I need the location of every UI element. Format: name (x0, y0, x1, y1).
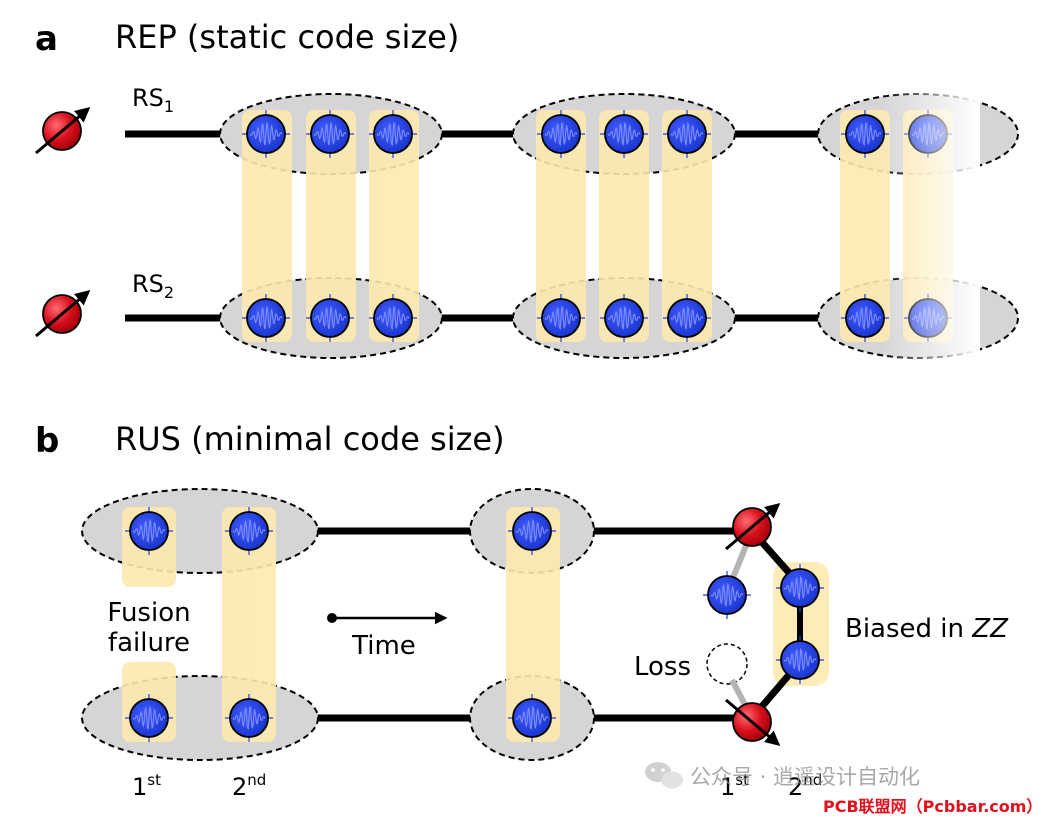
panel-a-title: REP (static code size) (115, 18, 459, 56)
photon-qubit (508, 694, 556, 742)
photon-qubit (841, 110, 889, 158)
rs1-spin-qubit (35, 107, 91, 155)
photon-qubit (508, 507, 556, 555)
rus-bottom-spin-qubit (725, 698, 781, 746)
photon-qubit (537, 294, 585, 342)
wechat-icon (645, 762, 683, 789)
watermark: 公众号 · 逍遥设计自动化 PCB联盟网（Pcbbar.com） (645, 762, 1039, 820)
watermark-site: PCB联盟网（Pcbbar.com） (823, 797, 1039, 816)
second-photon-label: 2nd (232, 771, 266, 801)
panel-b-letter: b (35, 421, 59, 461)
photon-qubit (225, 694, 273, 742)
photon-qubit (306, 110, 354, 158)
loss-label: Loss (634, 652, 691, 682)
photon-qubit (306, 294, 354, 342)
photon-qubit (537, 110, 585, 158)
time-arrow (327, 611, 448, 625)
rs1-label: RS1 (132, 84, 174, 116)
watermark-site-bg (818, 794, 1039, 820)
photon-qubit (125, 694, 173, 742)
photon-qubit (776, 636, 824, 684)
time-label: Time (351, 631, 416, 661)
photon-qubit (663, 110, 711, 158)
panel-a-fade (880, 80, 980, 370)
panel-a-letter: a (35, 19, 58, 59)
photon-qubit (600, 110, 648, 158)
photon-qubit (776, 564, 824, 612)
panel-a-entanglement-bars (242, 110, 953, 342)
first-spin-label: 1st (720, 771, 749, 801)
panel-b-photons (125, 507, 824, 742)
photon-qubit (369, 294, 417, 342)
photon-qubit (703, 571, 751, 619)
failure-label: failure (108, 628, 190, 658)
biased-label: Biased in ZZ (845, 614, 1009, 644)
photon-qubit (369, 110, 417, 158)
lost-photon-circle (706, 643, 748, 685)
photon-qubit (225, 507, 273, 555)
second-spin-label: 2nd (788, 771, 822, 801)
first-photon-label: 1st (132, 771, 161, 801)
panel-b-title: RUS (minimal code size) (115, 420, 505, 458)
photon-qubit (841, 294, 889, 342)
photon-qubit (600, 294, 648, 342)
photon-qubit (663, 294, 711, 342)
rus-top-spin-qubit (725, 503, 781, 551)
photon-qubit (125, 507, 173, 555)
fusion-label: Fusion (107, 598, 190, 628)
rs2-label: RS2 (132, 270, 174, 302)
rs2-spin-qubit (35, 290, 91, 338)
photon-qubit (242, 110, 290, 158)
watermark-account: 公众号 · 逍遥设计自动化 (690, 765, 920, 789)
photon-qubit (242, 294, 290, 342)
